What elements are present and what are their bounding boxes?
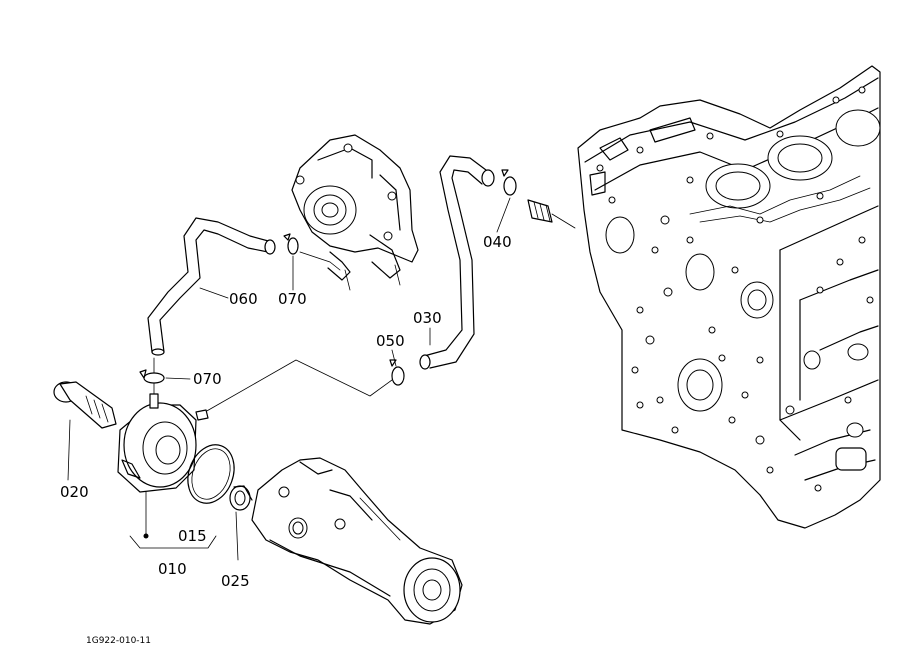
- callout-010: 010: [158, 560, 187, 578]
- callout-040: 040: [483, 233, 512, 251]
- drawing-code: 1G922-010-11: [86, 636, 151, 646]
- callout-015: 015: [178, 527, 207, 545]
- callout-025: 025: [221, 572, 250, 590]
- leader-060: [199, 287, 229, 299]
- assembly-route-line: [204, 359, 393, 413]
- o-ring-015: [187, 444, 235, 504]
- callout-050: 050: [376, 332, 405, 350]
- callout-060: 060: [229, 290, 258, 308]
- hose-clamp-050: [389, 359, 405, 386]
- callout-020: 020: [60, 483, 89, 501]
- hose-030: [419, 155, 495, 370]
- leader-070-lower: [165, 377, 191, 380]
- sleeve-025: [229, 485, 253, 561]
- callout-030: 030: [413, 309, 442, 327]
- oil-cooler-assembly: [117, 393, 209, 493]
- fitting-040: [527, 199, 576, 229]
- engine-block: [577, 65, 881, 529]
- leader-050: [391, 349, 397, 367]
- callout-070-upper: 070: [278, 290, 307, 308]
- water-pump-housing: [291, 134, 419, 291]
- hollow-bolt-020: [53, 381, 117, 481]
- filter-bracket-housing: [251, 457, 463, 625]
- hose-clamp-070-lower: [139, 357, 165, 396]
- hose-clamp-upper-right: [501, 169, 517, 196]
- callout-070-lower: 070: [193, 370, 222, 388]
- bracket-010-015: [129, 535, 217, 549]
- hose-clamp-070-upper: [283, 233, 341, 271]
- hose-060: [147, 217, 276, 356]
- leader-040: [496, 197, 511, 233]
